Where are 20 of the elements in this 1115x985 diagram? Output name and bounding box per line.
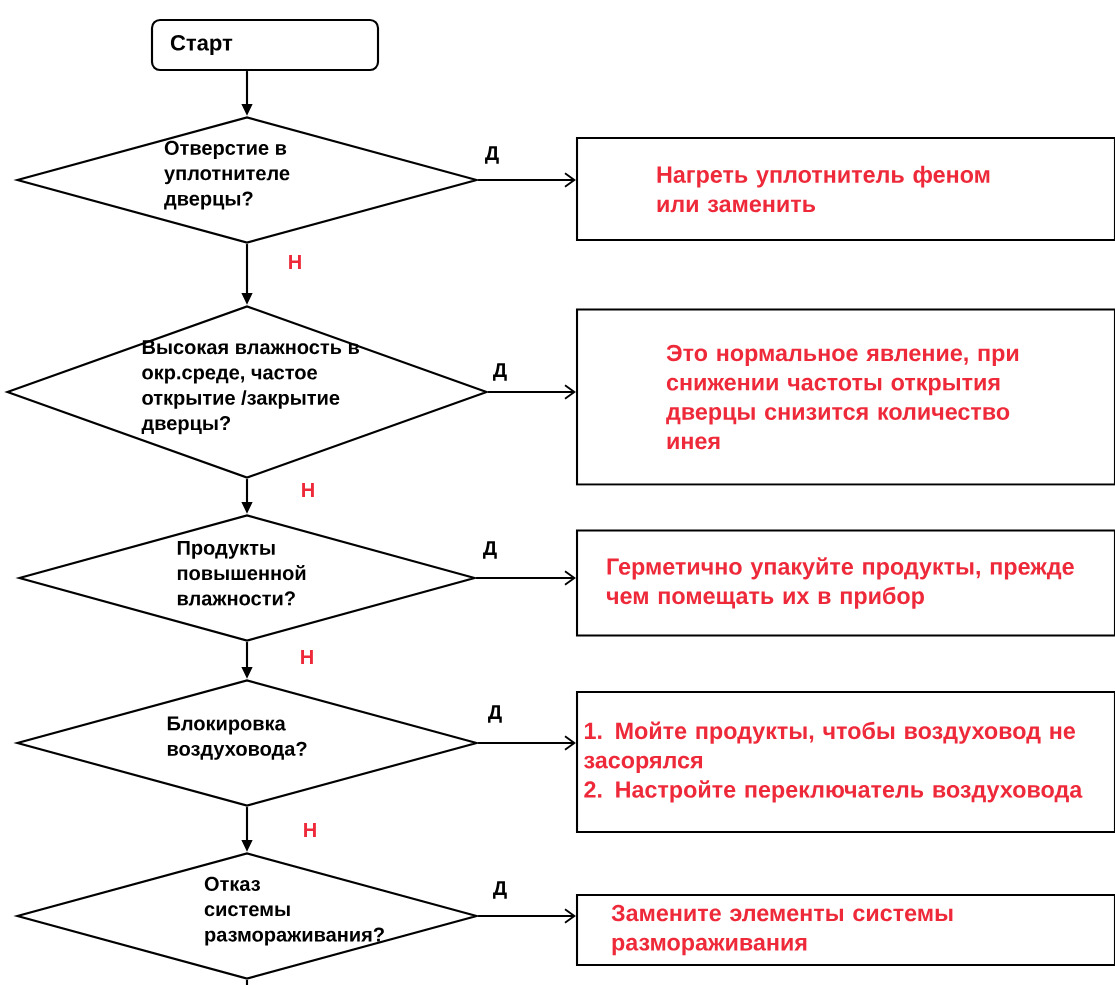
start-box: Старт <box>150 18 380 72</box>
arrow <box>478 735 576 751</box>
edge-label: Д <box>491 879 509 901</box>
action-box: Герметично упакуйте продукты, прежде чем помещать их в прибор <box>575 529 1115 637</box>
action-box: Это нормальное явление, при снижении частоты открытия дверцы снизится количество инея <box>575 308 1115 486</box>
edge-label: Н <box>299 481 317 499</box>
arrow <box>488 384 576 400</box>
action-box: 1. Мойте продукты, чтобы воздуховод не засорялся 2. Настройте переключатель воздуховода <box>575 690 1115 834</box>
edge-label: Д <box>491 361 509 383</box>
action-box: Замените элементы системы размораживания <box>575 893 1115 967</box>
edge-label: Д <box>486 703 504 725</box>
action-box: Нагреть уплотнитель феном или заменить <box>575 136 1115 242</box>
edge-label: Д <box>481 539 499 561</box>
arrow <box>478 908 576 924</box>
arrow <box>476 570 576 586</box>
edge-label: Д <box>483 144 501 166</box>
arrow <box>478 172 576 188</box>
edge-label: Н <box>298 648 316 666</box>
edge-label: Н <box>286 253 304 271</box>
edge-label: Н <box>301 821 319 839</box>
